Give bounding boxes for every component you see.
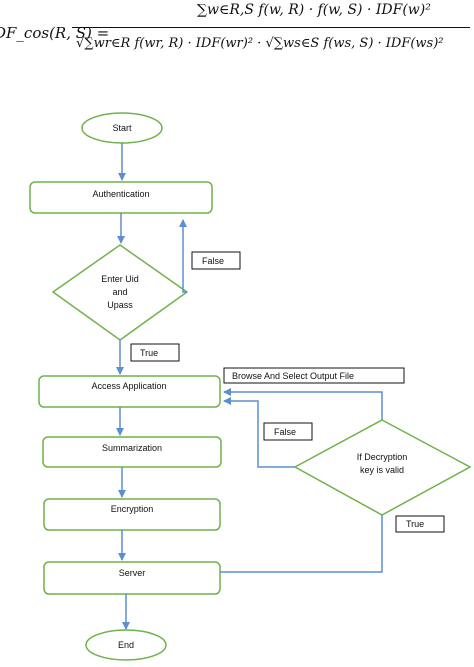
summarization-node: Summarization bbox=[42, 436, 222, 468]
arrow-server-to-key bbox=[220, 515, 383, 573]
summarization-label: Summarization bbox=[102, 443, 162, 453]
key-decision-line1: If Decryption bbox=[357, 452, 408, 462]
start-label: Start bbox=[112, 123, 132, 133]
false-key-label: False bbox=[274, 427, 296, 437]
start-node: Start bbox=[81, 112, 163, 144]
formula-fraction-bar bbox=[72, 27, 470, 28]
browse-label: Browse And Select Output File bbox=[232, 371, 354, 381]
end-node: End bbox=[85, 629, 167, 661]
false-login-label: False bbox=[202, 256, 224, 266]
true-key-tag: True bbox=[395, 515, 445, 533]
encryption-node: Encryption bbox=[43, 498, 221, 531]
key-decision-node: If Decryption key is valid bbox=[293, 419, 472, 516]
formula-numerator: ∑w∈R,S f(w, R) · f(w, S) · IDF(w)² bbox=[197, 2, 431, 18]
encryption-label: Encryption bbox=[111, 504, 154, 514]
cosine-similarity-formula: DF_cos(R, S) = ∑w∈R,S f(w, R) · f(w, S) … bbox=[0, 0, 474, 70]
login-decision-node: Enter Uid and Upass bbox=[51, 244, 189, 341]
login-decision-line1: Enter Uid bbox=[101, 274, 139, 284]
browse-tag: Browse And Select Output File bbox=[223, 367, 405, 384]
login-decision-line3: Upass bbox=[107, 300, 133, 310]
access-application-label: Access Application bbox=[91, 381, 166, 391]
access-application-node: Access Application bbox=[38, 375, 221, 408]
key-decision-line2: key is valid bbox=[360, 465, 404, 475]
authentication-label: Authentication bbox=[92, 189, 149, 199]
false-login-tag: False bbox=[191, 251, 241, 270]
formula-lhs: DF_cos(R, S) = bbox=[0, 24, 110, 42]
true-login-label: True bbox=[140, 348, 158, 358]
false-key-tag: False bbox=[263, 422, 313, 441]
true-key-label: True bbox=[406, 519, 424, 529]
authentication-node: Authentication bbox=[29, 181, 213, 214]
server-node: Server bbox=[43, 561, 221, 595]
login-decision-line2: and bbox=[112, 287, 127, 297]
end-label: End bbox=[118, 640, 134, 650]
arrow-login-false bbox=[179, 219, 187, 293]
arrow-browse-loop bbox=[223, 388, 383, 420]
arrow-key-false bbox=[223, 397, 295, 468]
formula-denominator: √∑wr∈R f(wr, R) · IDF(wr)² · √∑ws∈S f(ws… bbox=[76, 36, 444, 51]
server-label: Server bbox=[119, 568, 146, 578]
true-login-tag: True bbox=[130, 343, 180, 362]
